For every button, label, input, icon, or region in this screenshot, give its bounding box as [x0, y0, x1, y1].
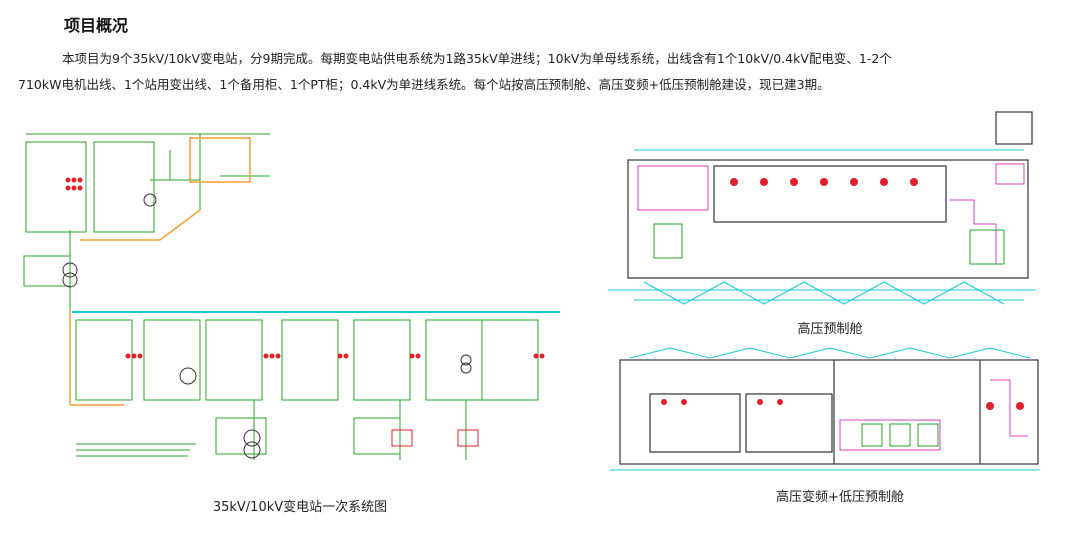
single-line-diagram	[20, 120, 560, 480]
single-line-diagram-caption: 35kV/10kV变电站一次系统图	[212, 500, 388, 515]
vfd-lv-cabin-caption: 高压变频+低压预制舱	[776, 490, 904, 505]
project-overview-paragraph: 本项目为9个35kV/10kV变电站，分9期完成。每期变电站供电系统为1路35k…	[18, 46, 1058, 98]
paragraph-line-2: 710kW电机出线、1个站用变出线、1个备用柜、1个PT柜；0.4kV为单进线系…	[18, 77, 830, 92]
section-title: 项目概况	[64, 16, 129, 35]
hv-cabin-caption: 高压预制舱	[797, 322, 863, 337]
paragraph-line-1: 本项目为9个35kV/10kV变电站，分9期完成。每期变电站供电系统为1路35k…	[62, 51, 892, 66]
vfd-lv-cabin-layout-drawing	[600, 346, 1048, 480]
hv-cabin-layout-drawing	[604, 104, 1040, 308]
